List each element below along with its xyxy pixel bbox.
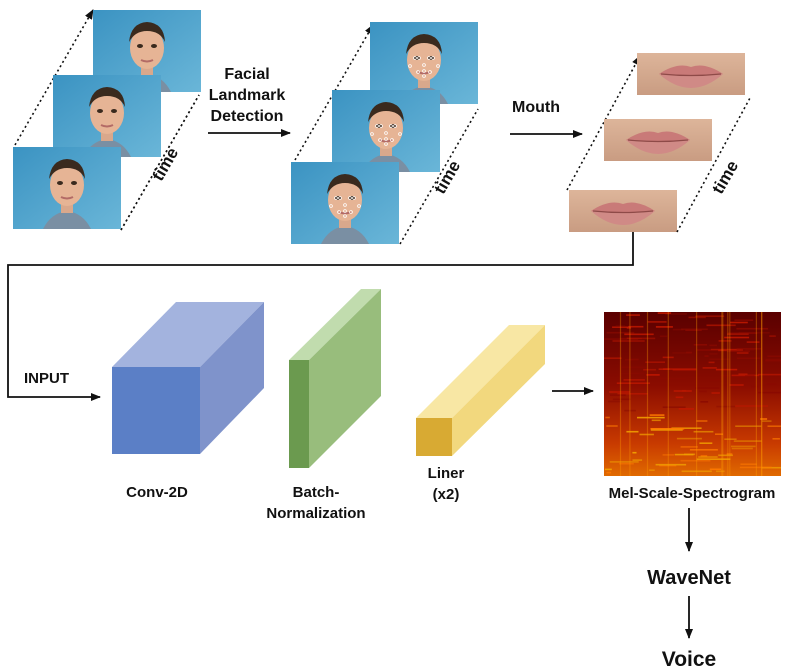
batchnorm-label-line1: Batch- xyxy=(293,484,340,501)
time-dotted-line xyxy=(399,108,479,245)
liner-label-line2: (x2) xyxy=(433,486,460,503)
voice-label: Voice xyxy=(662,648,716,669)
time-dotted-line xyxy=(676,97,751,233)
batchnorm-block xyxy=(289,289,381,468)
liner-block xyxy=(416,325,545,456)
time-dotted-arrow xyxy=(566,55,641,191)
landmark-frame-2 xyxy=(331,89,441,173)
mouth-crop-stack: time xyxy=(566,52,751,233)
batchnorm-side-face xyxy=(309,289,381,468)
time-dotted-arrow xyxy=(14,9,94,146)
landmark-frame-stack: time xyxy=(290,21,479,245)
conv2d-front-face xyxy=(112,367,200,454)
facial-landmark-label-line1: Facial xyxy=(224,66,269,83)
face-frame-2 xyxy=(52,74,162,158)
landmark-frame-1 xyxy=(290,161,400,245)
time-dotted-arrow xyxy=(294,24,374,161)
wavenet-label: WaveNet xyxy=(647,567,731,589)
conv2d-label: Conv-2D xyxy=(126,484,188,501)
mouth-crop-3 xyxy=(636,52,746,96)
batchnorm-label-line2: Normalization xyxy=(266,505,365,522)
batchnorm-front-face xyxy=(289,360,309,468)
liner-side-face xyxy=(452,325,545,456)
liner-top-face xyxy=(416,325,545,418)
mouth-crop-2 xyxy=(603,118,713,162)
face-frame-stack: time xyxy=(12,9,202,231)
connector-to-input xyxy=(7,232,634,401)
time-dotted-line-front xyxy=(120,94,200,231)
conv2d-block xyxy=(112,302,264,454)
conv2d-top-face xyxy=(112,302,264,367)
mouth-crop-1 xyxy=(568,189,678,233)
spectrogram-label: Mel-Scale-Spectrogram xyxy=(609,485,776,502)
time-label: time xyxy=(708,157,742,197)
liner-label-line1: Liner xyxy=(428,465,465,482)
mouth-label: Mouth xyxy=(512,99,560,116)
batchnorm-top-face xyxy=(289,289,381,360)
facial-landmark-label-line3: Detection xyxy=(211,108,284,125)
facial-landmark-label-line2: Landmark xyxy=(209,87,286,104)
liner-front-face xyxy=(416,418,452,456)
input-label: INPUT xyxy=(24,370,69,387)
conv2d-side-face xyxy=(200,302,264,454)
spectrogram-image xyxy=(604,312,781,476)
face-frame-1 xyxy=(12,146,122,230)
